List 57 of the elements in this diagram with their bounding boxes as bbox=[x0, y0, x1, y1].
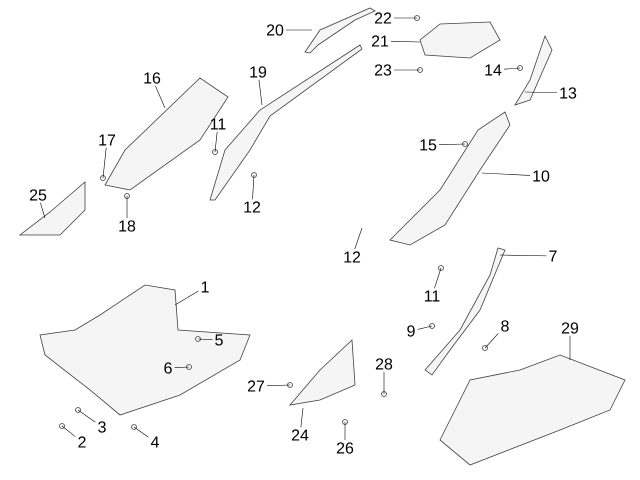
callout-number: 1 bbox=[202, 282, 209, 292]
leader-line bbox=[417, 326, 432, 330]
callout-number: 12 bbox=[344, 251, 360, 263]
callout-number: 13 bbox=[560, 87, 576, 99]
callout-number: 17 bbox=[99, 134, 116, 146]
leader-line bbox=[524, 92, 558, 94]
leader-line bbox=[214, 131, 218, 152]
leader-line bbox=[155, 86, 166, 108]
callout-number: 12 bbox=[244, 201, 260, 213]
leader-line bbox=[134, 426, 149, 438]
callout-number: 7 bbox=[549, 250, 557, 262]
leader-line bbox=[300, 408, 304, 428]
callout-number: 10 bbox=[533, 170, 550, 182]
leader-line bbox=[78, 410, 96, 423]
leader-line bbox=[390, 40, 420, 42]
leader-line bbox=[40, 202, 46, 218]
leader-line bbox=[354, 228, 362, 250]
leader-line bbox=[258, 80, 262, 106]
callout-number: 21 bbox=[372, 35, 388, 47]
callout-number: 29 bbox=[562, 322, 578, 334]
callout-number: 25 bbox=[30, 189, 46, 201]
callout-number: 19 bbox=[250, 66, 266, 78]
callout-number: 5 bbox=[215, 334, 223, 346]
leader-line bbox=[434, 268, 442, 289]
callout-number: 26 bbox=[336, 442, 354, 454]
leader-line bbox=[504, 68, 520, 70]
callout-number: 11 bbox=[210, 118, 226, 130]
leader-line bbox=[266, 384, 290, 386]
leader-line bbox=[198, 338, 213, 340]
callout-number: 9 bbox=[407, 325, 415, 337]
callout-number: 14 bbox=[485, 64, 502, 76]
callout-number: 24 bbox=[292, 429, 308, 441]
leader-line bbox=[62, 426, 76, 437]
leader-line bbox=[102, 147, 106, 178]
callout-number: 18 bbox=[119, 220, 136, 232]
callout-number: 4 bbox=[150, 436, 159, 448]
callout-number: 27 bbox=[248, 380, 264, 392]
callout-number: 6 bbox=[164, 362, 172, 374]
leader-line bbox=[484, 332, 499, 348]
leader-line bbox=[174, 366, 190, 368]
leader-line bbox=[500, 254, 547, 256]
leader-line bbox=[252, 174, 254, 200]
callout-number: 22 bbox=[374, 12, 392, 24]
callout-number: 16 bbox=[144, 72, 160, 84]
callout-number: 20 bbox=[266, 24, 284, 36]
callout-number: 23 bbox=[374, 64, 392, 76]
callout-number: 28 bbox=[376, 358, 392, 370]
leader-line bbox=[438, 144, 466, 145]
leader-line bbox=[482, 172, 530, 176]
callout-number: 15 bbox=[420, 139, 436, 151]
callout-number: 8 bbox=[501, 320, 509, 332]
leader-line bbox=[126, 196, 128, 218]
callout-number: 3 bbox=[98, 421, 106, 433]
leader-line bbox=[344, 422, 346, 440]
leader-line bbox=[174, 290, 199, 306]
callout-number: 11 bbox=[424, 290, 440, 302]
callout-number: 2 bbox=[78, 436, 86, 448]
